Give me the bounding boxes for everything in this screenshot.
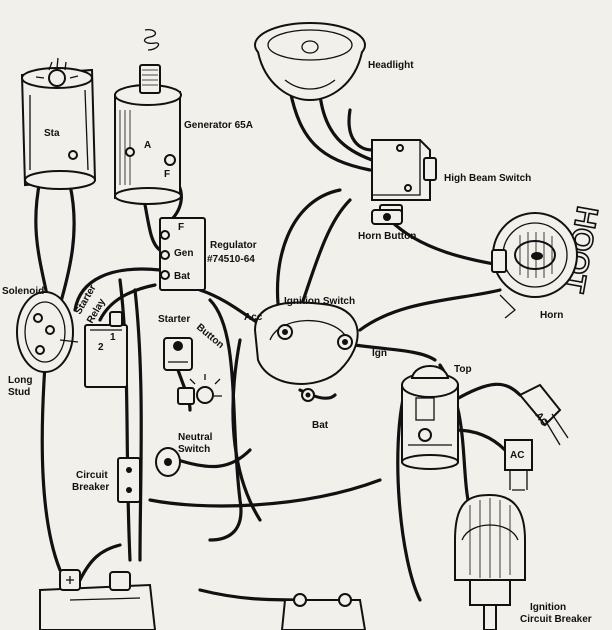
bottom-connector: [280, 593, 367, 630]
wire-battery-top: [78, 543, 122, 582]
horn-button-label: Horn Button: [358, 231, 416, 242]
wire-middle-down: [208, 298, 243, 542]
spark-plug-2: [504, 439, 533, 491]
neutral-switch: [155, 447, 181, 477]
spark-plug-2-label: AC: [510, 450, 524, 461]
neutral-switch-label-2: Switch: [178, 444, 210, 455]
relay-terminal-1: 1: [110, 332, 116, 343]
regulator-bat-terminal: Bat: [174, 271, 191, 282]
generator: [114, 28, 182, 205]
wire-trunk-down-2: [133, 288, 143, 562]
generator-label: Generator 65A: [184, 120, 253, 131]
wire-acc-up: [275, 188, 342, 322]
wire-headlight-1: [288, 88, 372, 172]
high-beam-switch-label: High Beam Switch: [444, 173, 531, 184]
generator-f-terminal: F: [164, 169, 170, 180]
wire-bottom-run: [148, 478, 382, 508]
circuit-breaker: [117, 457, 141, 503]
wire-trunk-down: [118, 278, 132, 562]
wire-coil-plug-1: [453, 382, 522, 402]
neutral-indicator-bulb: [177, 374, 222, 405]
headlight-label: Headlight: [368, 60, 414, 71]
sta-label: Sta: [44, 128, 60, 139]
wire-bottom-right: [198, 588, 302, 602]
starter-relay: [84, 311, 128, 388]
wire-ign-up: [298, 198, 352, 312]
wire-ign-horn: [358, 288, 502, 332]
starter-motor: [20, 57, 97, 190]
starter-button: [163, 337, 193, 371]
regulator-gen-terminal: Gen: [174, 248, 193, 259]
ignition-circuit-breaker: [454, 493, 526, 630]
ignition-coil: [401, 365, 459, 470]
horn-button: [371, 209, 403, 225]
wire-ign-coil: [353, 343, 437, 362]
circuit-breaker-label-1: Circuit: [76, 470, 108, 481]
regulator-part-number: #74510-64: [207, 254, 255, 265]
wire-headlight-2: [318, 93, 374, 162]
neutral-switch-label-1: Neutral: [178, 432, 213, 443]
regulator-label: Regulator: [210, 240, 257, 251]
horn: [491, 212, 578, 319]
regulator: [159, 217, 206, 291]
headlight: [254, 22, 366, 102]
ign-terminal-label: Ign: [372, 348, 387, 359]
solenoid: [16, 291, 79, 373]
wire-reg-bat: [73, 267, 162, 312]
wire-coil-down: [396, 388, 422, 602]
wire-neutral-out: [176, 448, 252, 469]
coil-top-label: Top: [454, 364, 472, 375]
wire-horn-button-horn: [388, 218, 502, 267]
relay-terminal-2: 2: [98, 342, 104, 353]
regulator-f-terminal: F: [178, 222, 184, 233]
ignition-switch-label: Ignition Switch: [284, 296, 355, 307]
wire-solenoid-battery: [40, 363, 62, 572]
generator-a-terminal: A: [144, 140, 151, 151]
spark-plug-1: [518, 383, 569, 446]
circuit-breaker-label-2: Breaker: [72, 482, 109, 493]
long-stud-label-2: Stud: [8, 387, 30, 398]
wire-reg-relay: [98, 283, 157, 322]
wire-headlight-3: [347, 108, 374, 152]
wire-acc-down: [231, 338, 262, 522]
acc-terminal-label: Acc: [244, 312, 263, 323]
horn-label: Horn: [540, 310, 563, 321]
starter-button-label-1: Starter: [158, 314, 190, 325]
solenoid-label: Solenoid: [2, 286, 44, 297]
wire-sta-solenoid-2: [58, 183, 76, 307]
ignition-circuit-breaker-label-2: Circuit Breaker: [520, 614, 592, 625]
wire-sta-solenoid: [34, 178, 50, 302]
ignition-switch: [253, 301, 359, 402]
battery: [39, 569, 157, 630]
long-stud-label-1: Long: [8, 375, 32, 386]
wire-coil-plug-2: [453, 428, 507, 452]
ignition-circuit-breaker-label-1: Ignition: [530, 602, 566, 613]
bat-terminal-label: Bat: [312, 420, 329, 431]
high-beam-switch: [371, 139, 437, 216]
starter-button-label-2: Button: [194, 322, 226, 351]
